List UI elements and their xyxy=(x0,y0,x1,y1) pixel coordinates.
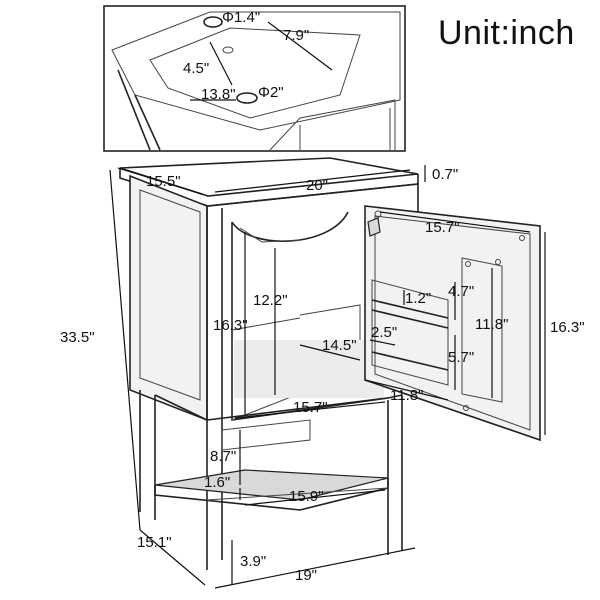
inset-basin-width-label: 7.9" xyxy=(283,27,309,44)
top-thickness-label: 0.7" xyxy=(432,166,458,183)
base-width-label: 19" xyxy=(295,567,317,584)
inset-cabinet-edge-left xyxy=(117,69,151,151)
rack-width-label: 2.5" xyxy=(371,324,397,341)
inset-door-top xyxy=(269,99,396,151)
rack-gap-label: 4.7" xyxy=(448,283,474,300)
faucet-valve xyxy=(367,217,381,237)
inset-arrow-width xyxy=(267,21,333,71)
cabinet-bottom-rail xyxy=(206,394,403,421)
rack-length-arrow xyxy=(364,379,449,401)
base-depth-label: 15.1" xyxy=(137,534,172,551)
leg-height-label: 3.9" xyxy=(240,553,266,570)
lower-shelf-front xyxy=(206,487,389,501)
inset-basin xyxy=(149,27,361,119)
door-panel xyxy=(364,205,541,442)
total-height-label: 33.5" xyxy=(60,329,95,346)
top-width-label: 20" xyxy=(306,177,328,194)
interior-depth-arrow xyxy=(299,344,361,361)
rack-spacing-label: 1.2" xyxy=(405,290,431,307)
faucet-knob xyxy=(374,210,382,218)
rack-width-arrow xyxy=(369,339,396,346)
inset-drain xyxy=(236,92,258,104)
door-height-label: 16.3" xyxy=(550,319,585,336)
vanity-body xyxy=(119,157,419,570)
door-screw-top xyxy=(465,261,471,267)
top-width-arrow xyxy=(214,169,411,193)
inset-arrow-depth xyxy=(209,41,233,86)
door-width-label: 15.7" xyxy=(425,219,460,236)
cabinet-floor-shade xyxy=(234,340,384,398)
inset-cabinet-edge-inner xyxy=(134,94,161,151)
inset-basin-depth-label: 4.5" xyxy=(183,60,209,77)
left-panel-inset xyxy=(139,189,201,401)
inset-drain-diameter-label: Φ2" xyxy=(258,84,284,101)
inset-hole-diameter-label: Φ1.4" xyxy=(222,9,260,26)
rack-bar-top xyxy=(371,299,449,319)
dimension-lines xyxy=(109,165,546,589)
basin-underside xyxy=(231,211,349,243)
door-inner-frame xyxy=(374,215,531,431)
door-shelf-bracket xyxy=(461,257,503,403)
inset-faucet-hole xyxy=(203,16,223,28)
top-depth-arrow xyxy=(117,167,203,195)
cabinet-inner-depth-label: 14.5" xyxy=(322,337,357,354)
dimension-labels: 15.5" 20" 0.7" 15.7" 33.5" 12.2" 16.3" 1… xyxy=(60,166,585,584)
door-width-arrow xyxy=(379,211,531,233)
basin-drop-label: 12.2" xyxy=(253,292,288,309)
side-bottom-rail xyxy=(154,394,208,421)
base-depth-arrow xyxy=(139,529,206,586)
unit-label: Unit:inch xyxy=(438,14,575,52)
cabinet-floor-back xyxy=(231,317,301,331)
inset-panel: Φ1.4" 7.9" 4.5" 13.8" Φ2" xyxy=(103,5,406,152)
shelf-clearance-label: 8.7" xyxy=(210,448,236,465)
rack-length-label: 11.8" xyxy=(390,387,423,404)
inset-basin-length-label: 13.8" xyxy=(201,86,236,103)
door-screw-bottom xyxy=(463,405,469,411)
inset-frame xyxy=(103,5,406,152)
inset-overflow-hole xyxy=(222,46,234,54)
shelf-thickness-label: 1.6" xyxy=(204,474,230,491)
door-screw-top-right xyxy=(495,259,501,265)
rack-bar-second xyxy=(371,309,449,329)
door-hinge xyxy=(519,235,525,241)
front-apron xyxy=(221,419,311,451)
cabinet-door xyxy=(364,205,541,442)
cabinet-inner-width-label: 15.7" xyxy=(293,399,328,416)
door-rack-frame xyxy=(371,279,449,386)
shelf-width-arrow xyxy=(244,489,386,506)
base-width-arrow xyxy=(214,547,416,589)
rack-bar-bottom xyxy=(371,351,449,371)
cabinet-inner-height-label: 16.3" xyxy=(213,317,248,334)
total-height-arrow xyxy=(109,169,141,531)
inset-door-sides xyxy=(299,108,391,150)
basin-bowl-detail xyxy=(239,227,301,243)
rack-height-label: 11.8" xyxy=(475,316,508,333)
top-depth-label: 15.5" xyxy=(146,173,181,190)
front-top-rail xyxy=(206,183,419,220)
interior-width-arrow xyxy=(234,401,386,419)
rack-lower-gap-label: 5.7" xyxy=(448,349,474,366)
left-side-panel xyxy=(129,174,208,422)
shelf-width-label: 15.9" xyxy=(289,488,324,505)
lower-shelf-edge xyxy=(154,478,389,511)
